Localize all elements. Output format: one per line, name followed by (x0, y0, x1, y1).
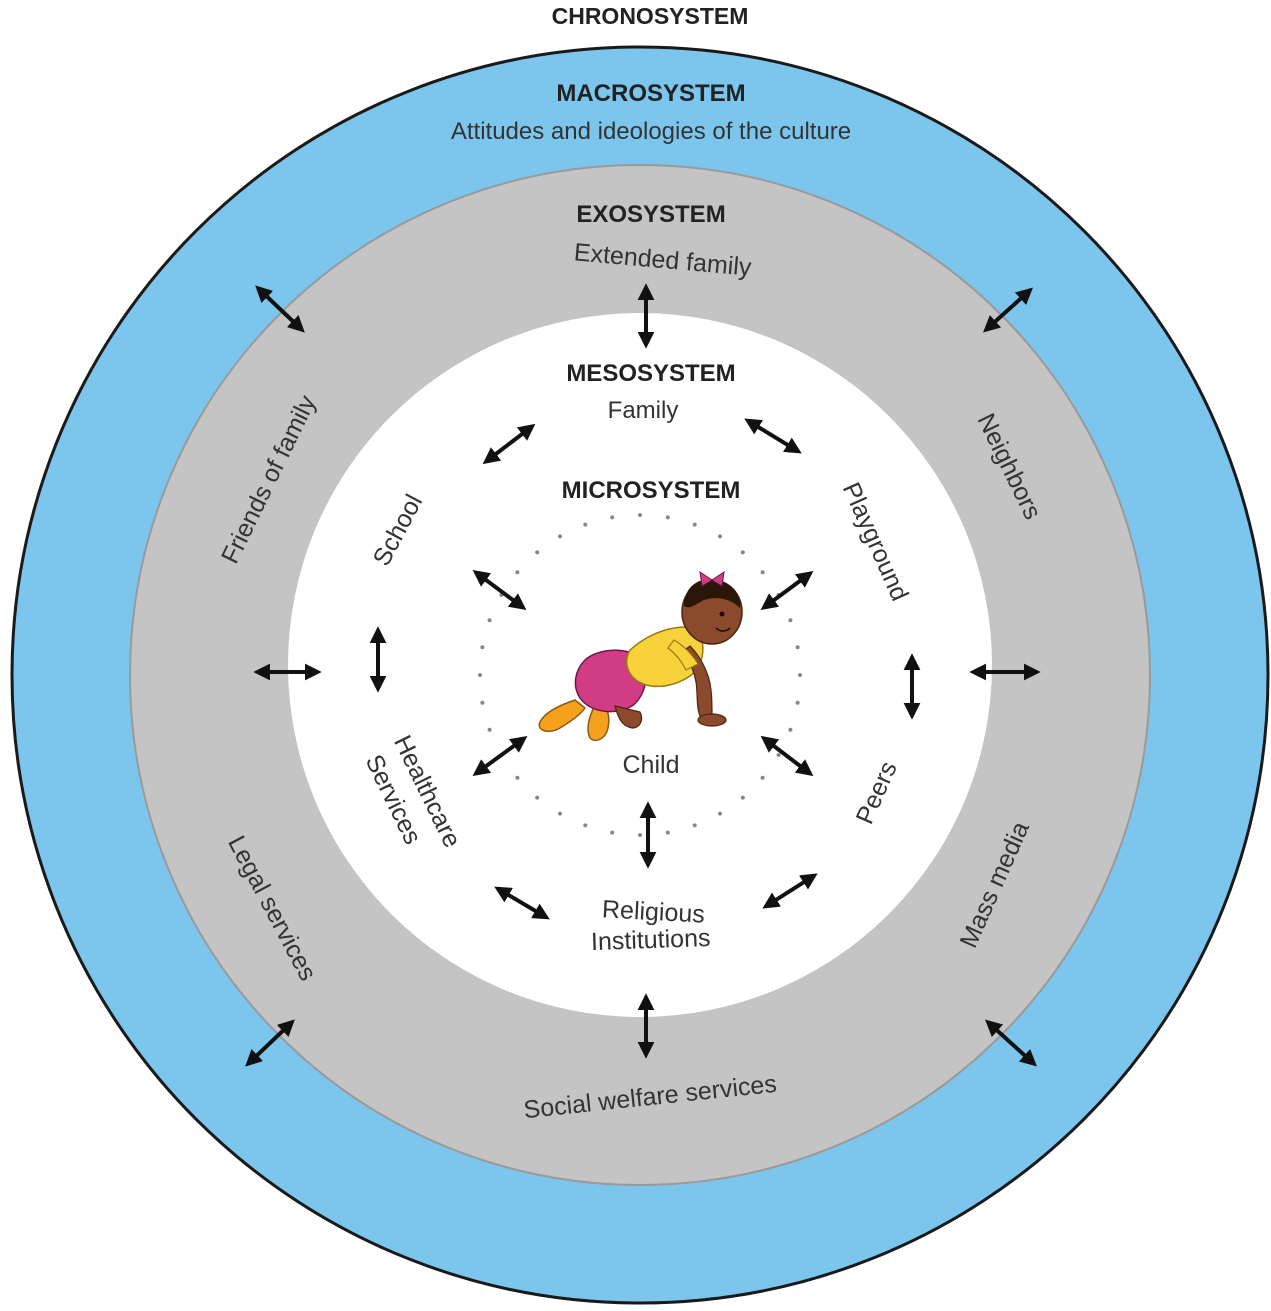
arrow-exo-lower-left (245, 1019, 295, 1067)
macrosystem-description: Attitudes and ideologies of the culture (451, 118, 851, 145)
arrow-micro-upper-right (760, 571, 814, 610)
microsystem-dot (740, 550, 745, 555)
microsystem-dot (788, 727, 793, 732)
microsystem-dot (480, 645, 485, 650)
microsystem-dot (535, 550, 540, 555)
arrow-exo-upper-right (983, 287, 1033, 333)
microsystem-dot (776, 753, 781, 757)
arrow-meso-upper-right (744, 418, 802, 454)
exosystem-title: EXOSYSTEM (576, 201, 725, 228)
microsystem-religious-line1: Religious (601, 895, 705, 928)
microsystem-dot (788, 618, 793, 623)
mesosystem-title: MESOSYSTEM (566, 360, 735, 387)
microsystem-dot (665, 515, 670, 520)
arrow-micro-upper-left (472, 569, 527, 611)
arrow-micro-lower-right (760, 735, 814, 777)
microsystem-dot (760, 570, 765, 575)
microsystem-dot (487, 727, 492, 732)
microsystem-dot (478, 673, 482, 677)
arrow-meso-lower-left (494, 886, 550, 920)
microsystem-dot (583, 522, 588, 527)
microsystem-dot (718, 534, 722, 539)
microsystem-dot (487, 618, 492, 623)
microsystem-title: MICROSYSTEM (562, 477, 741, 504)
center-child-label: Child (623, 751, 680, 779)
microsystem-dot (795, 700, 800, 705)
interaction-arrows (245, 283, 1041, 1067)
microsystem-dot (740, 795, 745, 800)
microsystem-dot (638, 833, 642, 837)
microsystem-dot (558, 811, 562, 816)
microsystem-dot (798, 673, 802, 677)
microsystem-dot (638, 513, 642, 517)
mesosystem-family: Family (608, 397, 679, 424)
microsystem-dot (718, 811, 722, 816)
microsystem-dot (795, 645, 800, 650)
arrow-meso-upper-left (482, 423, 536, 465)
arrow-exo-lower-right (985, 1019, 1037, 1067)
arrow-meso-lower-right (762, 873, 818, 909)
microsystem-dot (558, 534, 562, 539)
chronosystem-title: CHRONOSYSTEM (552, 3, 749, 29)
microsystem-dot (692, 522, 697, 527)
microsystem-dot (665, 830, 670, 835)
microsystem-dot (480, 700, 485, 705)
microsystem-dot (583, 823, 588, 828)
arrow-exo-upper-left (255, 285, 305, 333)
microsystem-dot (535, 795, 540, 800)
microsystem-dot (610, 830, 615, 835)
crawling-child-illustration (538, 570, 743, 742)
microsystem-dot (760, 775, 765, 780)
microsystem-dot (610, 515, 615, 520)
microsystem-dot (692, 823, 697, 828)
microsystem-dot (515, 775, 520, 780)
microsystem-dot (515, 570, 520, 575)
microsystem-religious-line2: Institutions (591, 924, 711, 956)
arrow-micro-lower-left (472, 736, 528, 776)
macrosystem-title: MACROSYSTEM (556, 80, 745, 107)
